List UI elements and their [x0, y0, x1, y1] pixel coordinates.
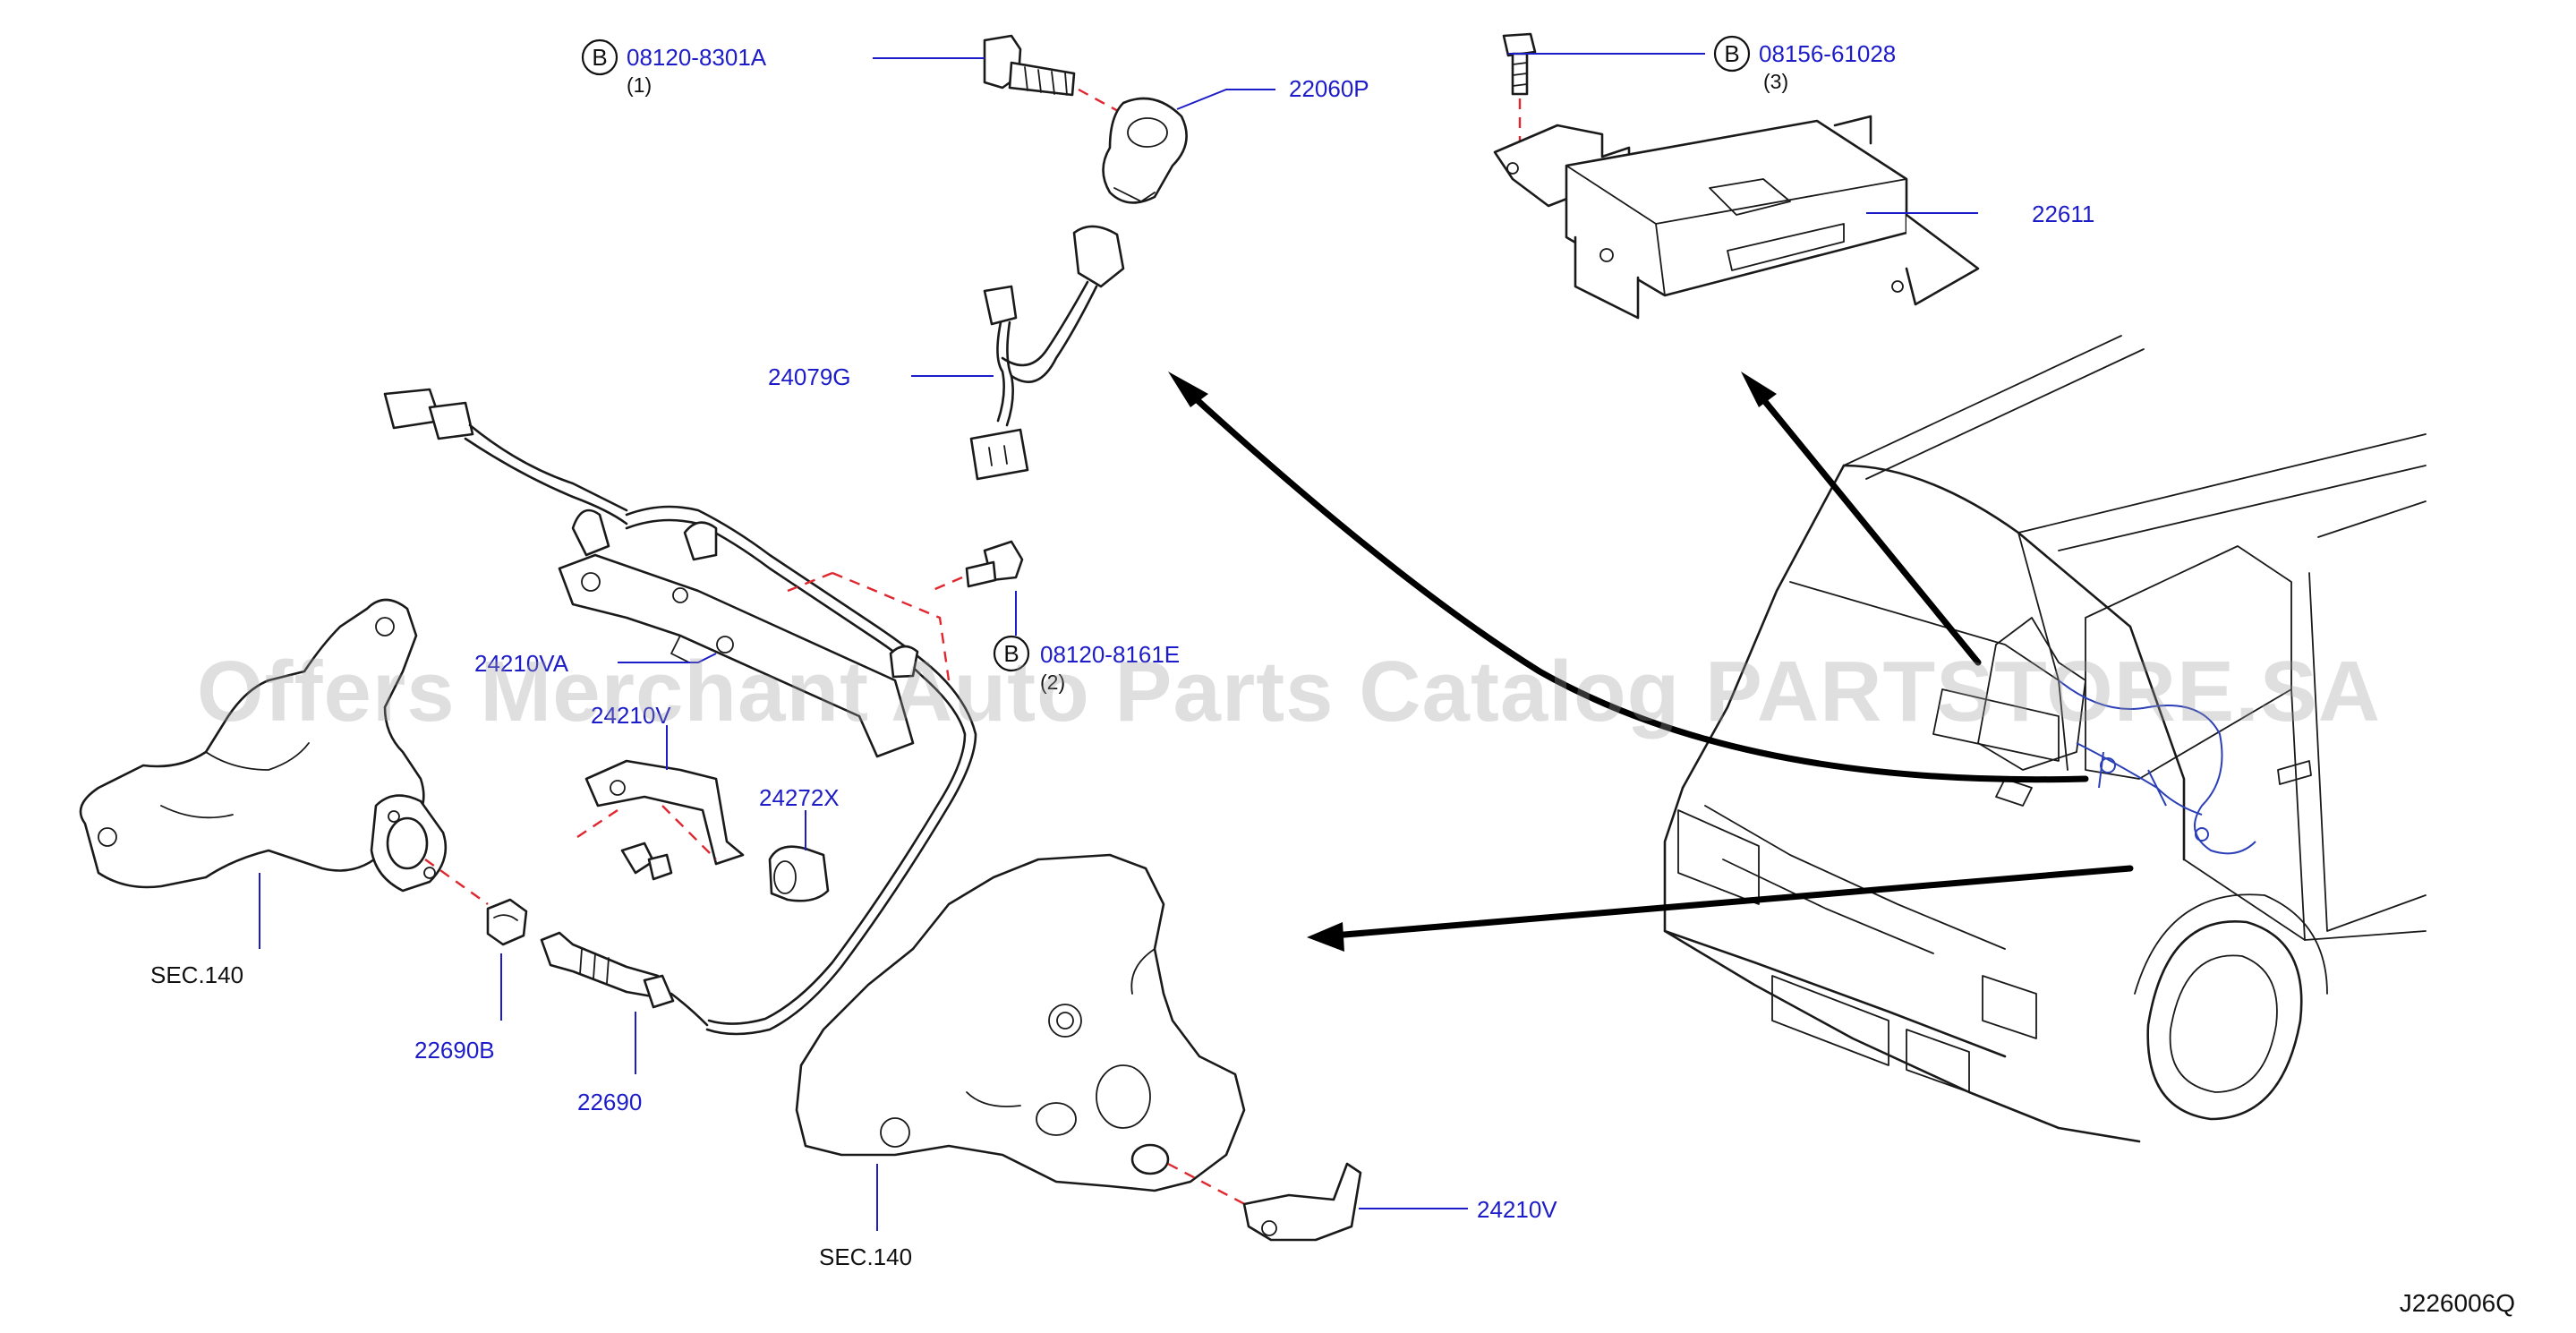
arrow-head-exhaust: [1307, 922, 1344, 952]
o2-harness-drawing: [383, 388, 977, 1036]
callout-labels: 08120-8301A (1) 22060P 08156-61028 (3) 2…: [150, 40, 2515, 1317]
arrow-head-harness: [1168, 372, 1208, 407]
knock-sensor-22060p-drawing: [1102, 97, 1188, 204]
label-nut-22690b: 22690B: [414, 1037, 495, 1064]
exhaust-manifold-drawing: [79, 598, 489, 905]
arrow-to-harness-area: [1187, 390, 2089, 783]
leader-lines: [259, 53, 1978, 1231]
label-knock-sensor: 22060P: [1289, 75, 1369, 102]
label-o2-sensor: 22690: [577, 1089, 642, 1115]
bolt-08156-61028-drawing: [1502, 32, 1537, 152]
label-grommet: 24272X: [759, 784, 840, 811]
qty-bolt-08120-8301a: (1): [627, 73, 652, 97]
label-exhaust-manifold-sec140: SEC.140: [150, 961, 243, 988]
bolt-marker-1: B: [581, 38, 618, 76]
bolt-marker-3: B: [1713, 35, 1751, 73]
label-bracket-24210va: 24210VA: [474, 650, 569, 677]
arrow-to-control-unit: [1755, 390, 1982, 666]
o2-sensor-22690-drawing: [540, 931, 709, 1027]
grommet-24272x-drawing: [768, 845, 830, 902]
location-arrows: [1168, 372, 2134, 952]
vehicle-outline: [1663, 335, 2427, 1143]
bracket-24210v-lower-drawing: [1242, 1162, 1362, 1242]
label-bolt-08120-8301a: 08120-8301A: [627, 44, 767, 71]
qty-bolt-08120-8161e: (2): [1040, 671, 1065, 694]
bolt-08120-8161e-drawing: [930, 540, 1024, 593]
watermark-text: Offers Merchant Auto Parts Catalog PARTS…: [197, 644, 2381, 739]
qty-bolt-08156-61028: (3): [1763, 70, 1788, 93]
label-control-unit: 22611: [2032, 201, 2094, 227]
svg-text:B: B: [1724, 40, 1739, 67]
arrow-to-exhaust: [1330, 865, 2134, 939]
label-sub-harness: 24079G: [768, 363, 851, 390]
heat-shield-drawing: [795, 853, 1254, 1210]
bracket-24210va-drawing: [558, 553, 915, 758]
bolt-marker-2: B: [993, 635, 1030, 672]
svg-text:B: B: [1003, 640, 1019, 667]
control-unit-22611-drawing: [1493, 115, 1980, 320]
diagram-code: J226006Q: [2400, 1289, 2515, 1317]
bracket-24210v-mid-drawing: [576, 759, 745, 881]
label-bracket-24210v-lower: 24210V: [1477, 1196, 1557, 1223]
nut-22690b-drawing: [486, 898, 528, 946]
label-bolt-08120-8161e: 08120-8161E: [1040, 641, 1180, 668]
arrow-head-control-unit: [1741, 372, 1777, 407]
label-heat-shield-sec140: SEC.140: [819, 1243, 912, 1270]
sub-harness-24079g-drawing: [969, 225, 1125, 481]
svg-text:B: B: [592, 44, 607, 71]
bolt-08120-8301a-drawing: [983, 34, 1129, 118]
label-bracket-24210v-mid: 24210V: [591, 702, 671, 729]
label-bolt-08156-61028: 08156-61028: [1759, 40, 1896, 67]
